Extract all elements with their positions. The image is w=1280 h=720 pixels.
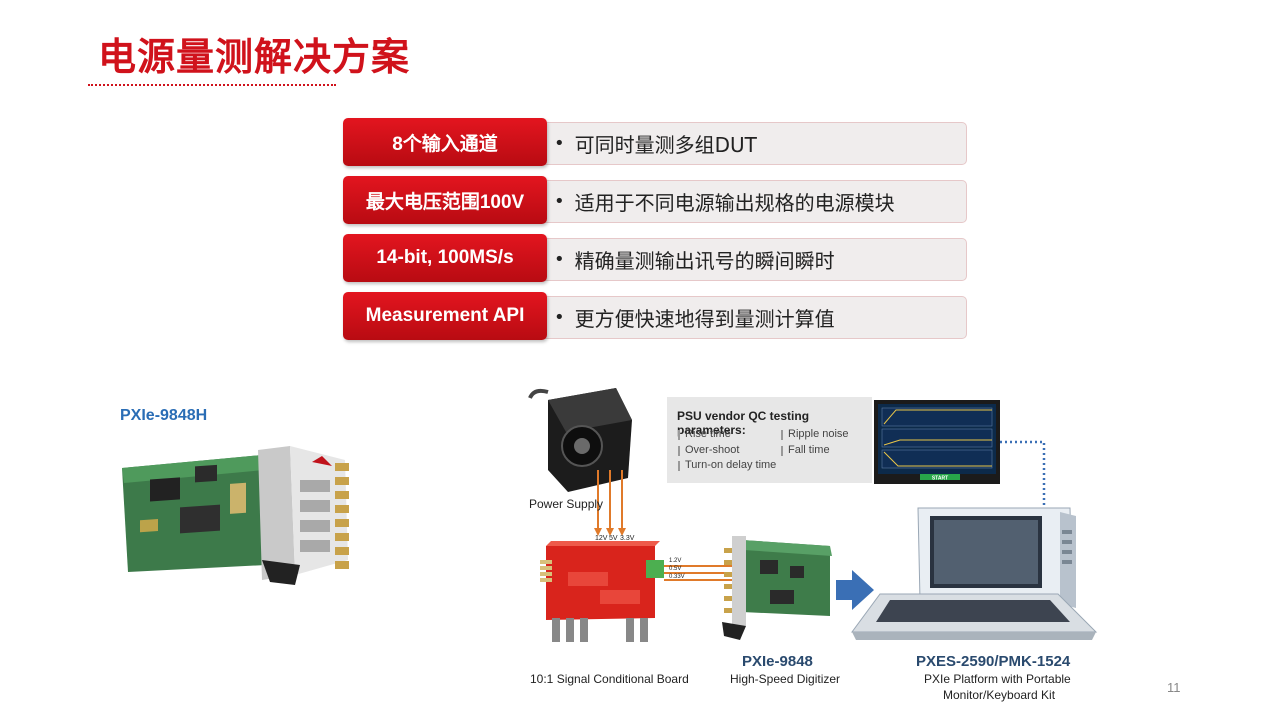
feature-description-text: 更方便快速地得到量测计算值 xyxy=(574,307,835,331)
monitor-screen-image xyxy=(874,400,1000,484)
bullet-icon: • xyxy=(554,133,565,154)
feature-description: • 可同时量测多组DUT xyxy=(541,122,967,165)
platform-caption: Monitor/Keyboard Kit xyxy=(943,688,1056,702)
feature-description: • 精确量测输出讯号的瞬间瞬时 xyxy=(541,238,967,281)
power-supply-caption: Power Supply xyxy=(529,497,604,511)
rail-label: 12V xyxy=(595,535,608,542)
rail-label: 0.33V xyxy=(669,574,685,580)
feature-row: 8个输入通道 • 可同时量测多组DUT xyxy=(343,118,967,166)
signal-board-image xyxy=(540,541,664,642)
rail-label: 0.5V xyxy=(669,566,682,572)
feature-description-text: 适用于不同电源输出规格的电源模块 xyxy=(574,191,895,215)
feature-row: 14-bit, 100MS/s • 精确量测输出讯号的瞬间瞬时 xyxy=(343,234,967,282)
screen-start-button: START xyxy=(932,476,948,482)
rail-label: 1.2V xyxy=(669,558,682,564)
qc-item: Turn-on delay time xyxy=(677,459,777,471)
bullet-icon: • xyxy=(554,191,565,212)
qc-item: Fall time xyxy=(781,444,830,456)
feature-description-text: 可同时量测多组DUT xyxy=(574,133,757,157)
feature-description: • 适用于不同电源输出规格的电源模块 xyxy=(541,180,967,223)
platform-caption: PXIe Platform with Portable xyxy=(924,672,1071,686)
power-supply-image xyxy=(528,388,632,492)
arrow-right-icon xyxy=(836,570,874,610)
product-name: PXIe-9848H xyxy=(120,407,208,424)
rail-label: 3.3V xyxy=(620,535,635,542)
feature-label: Measurement API xyxy=(343,292,547,340)
qc-parameters-panel: PSU vendor QC testing parameters: Rise t… xyxy=(667,397,872,483)
feature-row: 最大电压范围100V • 适用于不同电源输出规格的电源模块 xyxy=(343,176,967,224)
feature-label: 最大电压范围100V xyxy=(343,176,547,224)
feature-description: • 更方便快速地得到量测计算值 xyxy=(541,296,967,339)
feature-row: Measurement API • 更方便快速地得到量测计算值 xyxy=(343,292,967,340)
qc-title: PSU vendor QC testing parameters: xyxy=(677,409,810,437)
rail-label: 5V xyxy=(609,535,618,542)
platform-name: PXES-2590/PMK-1524 xyxy=(916,653,1071,670)
qc-item: Ripple noise xyxy=(781,428,849,440)
qc-item: Over-shoot xyxy=(677,444,740,456)
bullet-icon: • xyxy=(554,307,565,328)
pxie-card-image xyxy=(122,446,349,585)
page-number: 11 xyxy=(1167,680,1181,695)
feature-label: 14-bit, 100MS/s xyxy=(343,234,547,282)
digitizer-name: PXIe-9848 xyxy=(742,653,813,670)
feature-label: 8个输入通道 xyxy=(343,118,547,166)
digitizer-caption: High-Speed Digitizer xyxy=(730,672,841,686)
digitizer-image xyxy=(722,536,832,640)
board-caption: 10:1 Signal Conditional Board xyxy=(530,672,689,686)
qc-item: Rise time xyxy=(678,428,731,440)
platform-image xyxy=(851,507,1098,640)
bullet-icon: • xyxy=(554,249,565,270)
title-underline xyxy=(88,84,336,86)
page-title: 电源量测解决方案 xyxy=(98,35,411,79)
feature-description-text: 精确量测输出讯号的瞬间瞬时 xyxy=(574,249,835,273)
